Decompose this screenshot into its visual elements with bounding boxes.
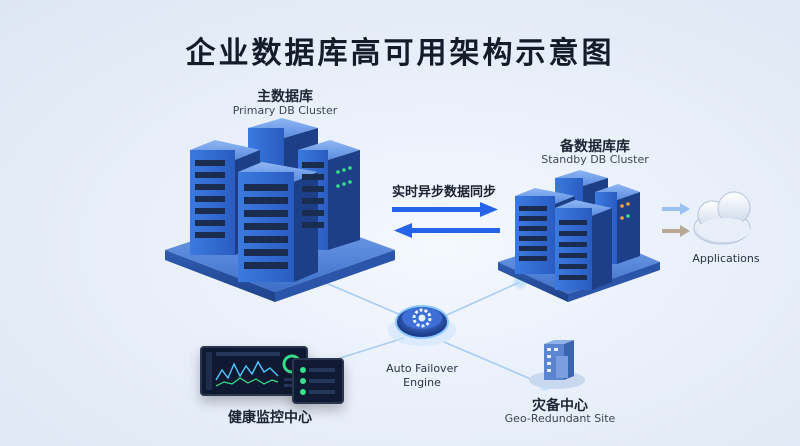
page-title: 企业数据库高可用架构示意图 [185, 36, 615, 71]
sync-arrow-right [392, 202, 498, 217]
standby-db-subtitle: Standby DB Cluster [541, 153, 649, 166]
primary-server-slots [195, 160, 324, 269]
disaster-recovery-subtitle: Geo-Redundant Site [504, 412, 616, 425]
monitoring-center-title: 健康监控中心 [228, 410, 312, 426]
failover-label-line1: Auto Failover [386, 362, 458, 375]
failover-engine-icon [388, 305, 456, 346]
primary-db-subtitle: Primary DB Cluster [232, 104, 338, 117]
sync-arrow-left [394, 223, 500, 238]
monitoring-dashboard-screen [200, 346, 308, 396]
standby-server-leds [620, 202, 630, 220]
applications-label: Applications [692, 252, 760, 265]
cloud-icon [693, 191, 751, 245]
sync-label: 实时异步数据同步 [392, 185, 497, 200]
app-arrow-top [662, 203, 690, 215]
app-arrow-bottom [662, 225, 690, 237]
primary-server-leds [336, 166, 352, 188]
standby-db-title: 备数据库库 [560, 139, 630, 155]
disaster-recovery-title: 灾备中心 [532, 398, 588, 414]
standby-server-slots [519, 206, 587, 280]
primary-db-title: 主数据库 [257, 89, 313, 105]
failover-label-line2: Engine [403, 376, 441, 389]
monitoring-status-panel [292, 358, 344, 404]
dashboard-charts [206, 352, 302, 390]
building-icon [529, 340, 585, 389]
status-indicators [300, 367, 335, 395]
